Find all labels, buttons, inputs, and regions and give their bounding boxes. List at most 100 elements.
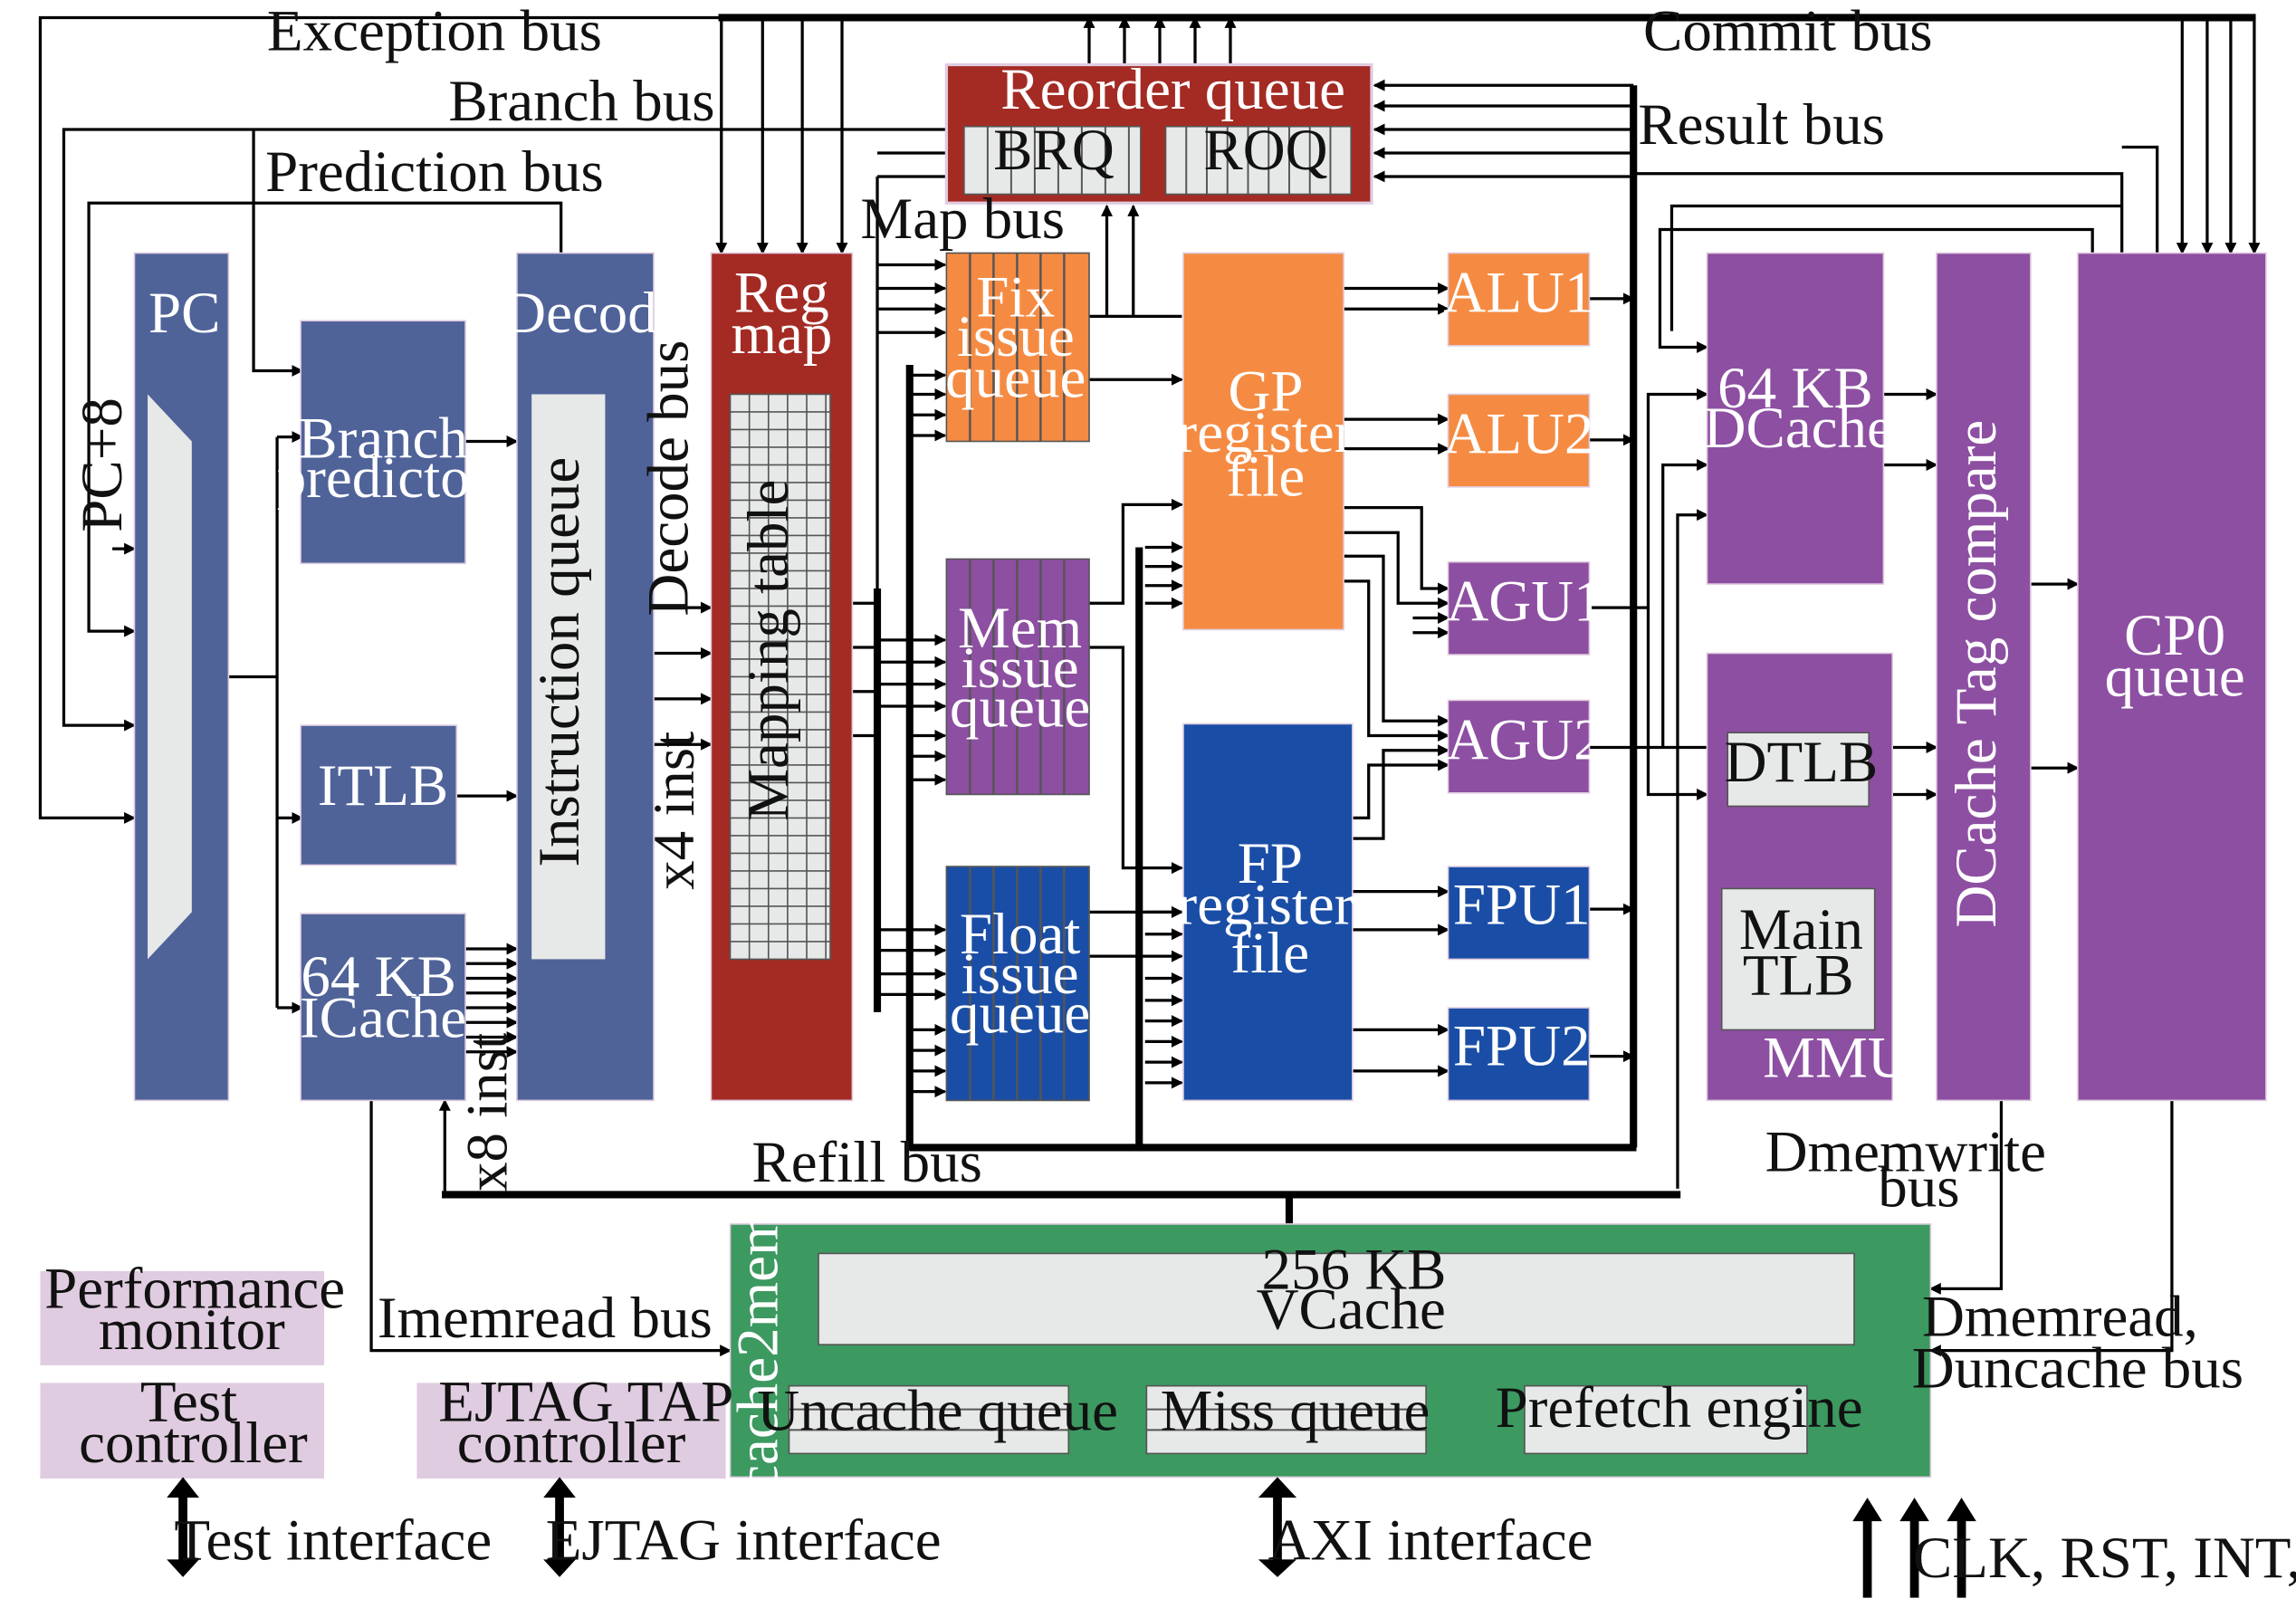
icache-line-1: 64 KB: [301, 944, 456, 1010]
roq-label: ROQ: [1203, 118, 1327, 183]
dmemwrite-bus-label-line-1: Dmemwrite: [1765, 1119, 2046, 1184]
vcache-line-1: 256 KB: [1261, 1237, 1446, 1302]
ejtag-interface-label: EJTAG interface: [546, 1508, 942, 1573]
cache2mem-label: cache2mem: [726, 1210, 791, 1490]
float-issue-queue-line-2: issue: [961, 942, 1079, 1007]
fp-register-file-line-2: register: [1178, 872, 1354, 937]
reg-map-line-1: Reg: [734, 260, 829, 325]
fpu2: FPU2: [1447, 1007, 1591, 1102]
test-interface-arrow: [167, 1477, 199, 1577]
icache: 64 KB ICache: [300, 913, 466, 1102]
fp-register-file-line-3: file: [1231, 921, 1310, 986]
refill-bus-label: Refill bus: [751, 1130, 982, 1195]
dmemwrite-bus-label-line-2: bus: [1878, 1154, 1959, 1220]
mmu-label: MMU: [1763, 1025, 1910, 1090]
decode-bus-label: Decode bus: [636, 340, 701, 617]
pc-label: PC: [148, 281, 220, 346]
decode-block: Decode Instruction queue: [503, 252, 684, 1102]
itlb-label: ITLB: [318, 753, 448, 818]
fp-register-file: FP register file: [1178, 723, 1354, 1102]
prefetch-engine-label: Prefetch engine: [1496, 1375, 1863, 1440]
cp0-queue-line-2: queue: [2105, 645, 2245, 710]
test-controller-line-1: Test: [140, 1370, 237, 1435]
commit-bus-label: Commit bus: [1643, 0, 1933, 63]
cp0-queue-line-1: CP0: [2124, 603, 2225, 668]
thick-buses: [442, 14, 2256, 1224]
brq: BRQ: [963, 118, 1142, 196]
ejtag-interface-arrow: [543, 1477, 576, 1577]
interface-arrows: [167, 1477, 1976, 1598]
gp-register-file-line-3: file: [1227, 445, 1306, 510]
branch-predictor-line-2: predictor: [277, 445, 490, 511]
brq-label: BRQ: [993, 118, 1115, 183]
alu1-label: ALU1: [1443, 260, 1593, 325]
mapping-table-label: Mapping table: [736, 480, 801, 821]
exception-bus-label: Exception bus: [267, 0, 602, 63]
main-tlb-line-2: TLB: [1743, 943, 1854, 1008]
float-issue-queue-line-1: Float: [960, 902, 1081, 967]
dtlb-label: DTLB: [1725, 730, 1879, 795]
fp-register-file-line-1: FP: [1238, 831, 1303, 896]
vcache: 256 KB VCache: [818, 1237, 1855, 1345]
ejtag-tap-controller-line-2: controller: [457, 1411, 686, 1476]
reg-map-line-2: map: [731, 302, 832, 367]
result-bus-label: Result bus: [1638, 92, 1885, 158]
mmu: MMU DTLB Main TLB: [1706, 652, 1910, 1102]
mem-issue-queue: Mem issue queue: [945, 558, 1090, 796]
x4-inst-label: x4 inst: [642, 732, 707, 890]
float-issue-queue: Float issue queue: [945, 866, 1090, 1102]
gp-register-file-line-1: GP: [1228, 359, 1303, 424]
alu2: ALU2: [1443, 393, 1593, 488]
fix-issue-queue-line-1: Fix: [976, 264, 1055, 330]
test-controller: Test controller: [40, 1370, 325, 1479]
branch-predictor: Branch predictor: [277, 320, 490, 565]
mem-issue-queue-line-2: issue: [961, 636, 1079, 701]
imemread-bus-label: Imemread bus: [378, 1286, 713, 1351]
cp0-queue: CP0 queue: [2077, 252, 2267, 1102]
dmemread-bus-label-line-2: Duncache bus: [1912, 1335, 2243, 1401]
branch-predictor-line-1: Branch: [298, 406, 468, 471]
main-tlb: Main TLB: [1720, 887, 1876, 1031]
reorder-queue: Reorder queue BRQ ROQ: [944, 57, 1373, 205]
ejtag-tap-controller: EJTAG TAP controller: [416, 1370, 733, 1479]
clk-rst-int-arrows: [1852, 1498, 1976, 1598]
agu1: AGU1: [1446, 560, 1603, 656]
icache-line-2: ICache: [300, 986, 466, 1051]
uncache-queue-label: Uncache queue: [757, 1378, 1118, 1443]
vcache-line-2: VCache: [1257, 1277, 1446, 1342]
instruction-queue-label: Instruction queue: [527, 457, 592, 867]
agu2-label: AGU2: [1446, 707, 1602, 772]
axi-interface-arrow: [1258, 1477, 1297, 1577]
interface-labels: Test interface EJTAG interface AXI inter…: [174, 1508, 2296, 1590]
dcache-tag-compare-label: DCache Tag compare: [1944, 420, 2009, 928]
float-issue-queue-line-3: queue: [950, 981, 1090, 1047]
miss-queue: Miss queue: [1145, 1378, 1430, 1455]
reg-map: Reg map Mapping table: [710, 252, 854, 1102]
dcache: 64 KB DCache: [1704, 252, 1893, 585]
clk-rst-int-label: CLK, RST, INT, ...: [1913, 1526, 2296, 1591]
agu2: AGU2: [1446, 699, 1603, 794]
alu1: ALU1: [1443, 252, 1593, 347]
ejtag-tap-controller-line-1: EJTAG TAP: [438, 1370, 733, 1435]
fpu1-label: FPU1: [1453, 872, 1591, 937]
pc-mux: [148, 394, 192, 960]
alu2-label: ALU2: [1443, 401, 1593, 466]
fpu2-label: FPU2: [1453, 1013, 1591, 1078]
decode-label: Decode: [503, 281, 683, 346]
instruction-queue: [531, 394, 606, 960]
dcache-tag-compare: DCache Tag compare: [1936, 252, 2032, 1102]
gp-register-file: GP register file: [1178, 252, 1354, 631]
gp-register-file-line-2: register: [1178, 400, 1354, 465]
bus-labels: Exception bus Branch bus Prediction bus …: [70, 0, 2243, 1401]
branch-bus-label: Branch bus: [448, 69, 714, 134]
test-interface-label: Test interface: [174, 1508, 492, 1573]
dcache-line-2: DCache: [1704, 396, 1893, 461]
itlb: ITLB: [300, 724, 458, 866]
mapping-table-grid: [730, 394, 831, 960]
performance-monitor: Performance monitor: [40, 1257, 345, 1365]
performance-monitor-line-1: Performance: [44, 1257, 345, 1322]
uncache-queue: Uncache queue: [757, 1378, 1118, 1455]
fpu1: FPU1: [1447, 866, 1591, 961]
prefetch-engine: Prefetch engine: [1496, 1375, 1863, 1455]
